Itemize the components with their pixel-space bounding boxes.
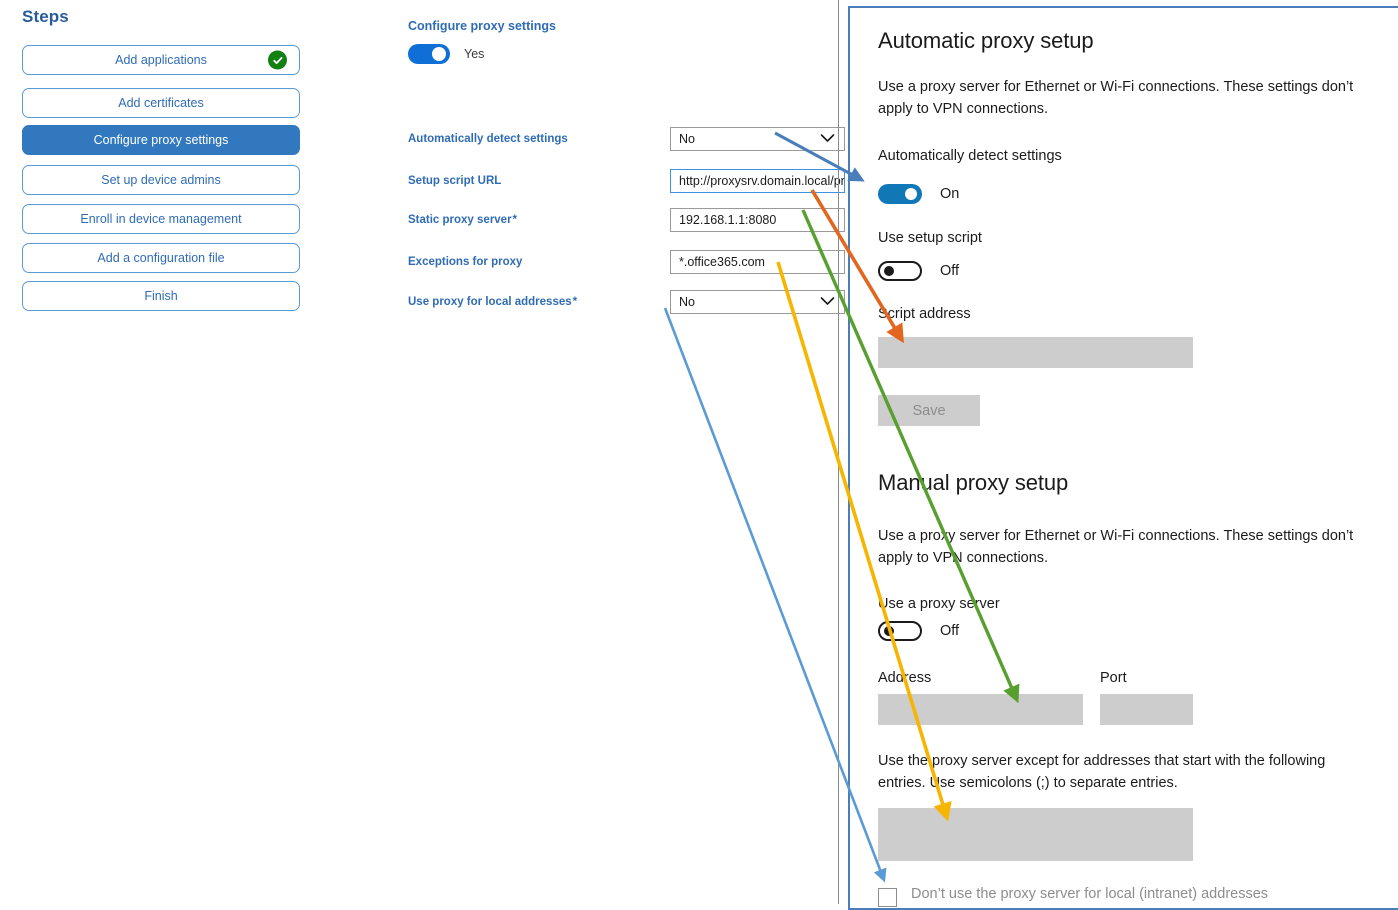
sidebar-item-add-certificates[interactable]: Add certificates	[22, 88, 300, 118]
toggle-knob	[884, 626, 894, 636]
sidebar-item-add-a-configuration-file[interactable]: Add a configuration file	[22, 243, 300, 273]
proxy-exceptions-input[interactable]	[878, 808, 1193, 861]
sidebar-item-finish[interactable]: Finish	[22, 281, 300, 311]
step-label: Add a configuration file	[97, 251, 225, 265]
use-setup-script-toggle-row: Off	[878, 261, 959, 281]
check-circle-icon	[268, 50, 287, 70]
manual-proxy-setup-description: Use a proxy server for Ethernet or Wi-Fi…	[878, 528, 1354, 566]
proxy-exceptions-description: Use the proxy server except for addresse…	[878, 753, 1326, 791]
use-proxy-for-local-addresses-select[interactable]: No	[670, 290, 845, 314]
toggle-knob	[884, 266, 894, 276]
input-value: http://proxysrv.domain.local/proxy.pa	[679, 174, 844, 188]
toggle-knob	[432, 47, 446, 61]
select-value: No	[679, 295, 695, 309]
input-value: 192.168.1.1:8080	[679, 213, 777, 227]
step-label: Add applications	[115, 53, 207, 67]
bypass-local-checkbox[interactable]	[878, 888, 897, 907]
use-a-proxy-server-label: Use a proxy server	[878, 596, 1000, 612]
use-setup-script-label: Use setup script	[878, 230, 982, 246]
script-address-input[interactable]	[878, 337, 1193, 368]
sidebar-item-set-up-device-admins[interactable]: Set up device admins	[22, 165, 300, 195]
setup-script-url-input[interactable]: http://proxysrv.domain.local/proxy.pa	[670, 169, 845, 193]
use-setup-script-toggle[interactable]	[878, 261, 922, 281]
select-value: No	[679, 132, 695, 146]
field-row-use-proxy-for-local-addresses: Use proxy for local addresses * No	[408, 290, 845, 314]
step-label: Set up device admins	[101, 173, 221, 187]
field-row-setup-script-url: Setup script URL http://proxysrv.domain.…	[408, 169, 845, 193]
sidebar-item-add-applications[interactable]: Add applications	[22, 45, 300, 75]
panel-divider	[838, 0, 839, 904]
automatic-proxy-setup-heading: Automatic proxy setup	[878, 28, 1094, 53]
exceptions-for-proxy-input[interactable]: *.office365.com	[670, 250, 845, 274]
port-input[interactable]	[1100, 694, 1193, 725]
port-label: Port	[1100, 670, 1127, 686]
form-heading: Configure proxy settings	[408, 19, 556, 33]
field-label: Static proxy server *	[408, 214, 517, 226]
sidebar-item-enroll-in-device-management[interactable]: Enroll in device management	[22, 204, 300, 234]
proxy-form-panel: Configure proxy settings Yes Automatical…	[340, 0, 845, 904]
use-a-proxy-server-toggle[interactable]	[878, 621, 922, 641]
step-label: Enroll in device management	[80, 212, 242, 226]
toggle-state-label: On	[940, 186, 960, 202]
manual-proxy-setup-heading: Manual proxy setup	[878, 470, 1069, 495]
toggle-knob	[905, 188, 917, 200]
field-row-automatically-detect-settings: Automatically detect settings No	[408, 127, 845, 151]
toggle-state-label: Off	[940, 623, 960, 639]
sidebar-item-configure-proxy-settings[interactable]: Configure proxy settings	[22, 125, 300, 155]
automatically-detect-settings-toggle[interactable]	[878, 184, 922, 204]
field-label: Automatically detect settings	[408, 133, 568, 145]
use-a-proxy-server-toggle-row: Off	[878, 621, 959, 641]
save-button[interactable]: Save	[878, 395, 980, 426]
step-label: Configure proxy settings	[93, 133, 229, 147]
required-marker: *	[511, 214, 517, 226]
configure-proxy-toggle-label: Yes	[464, 47, 485, 61]
field-label: Setup script URL	[408, 175, 502, 187]
static-proxy-server-input[interactable]: 192.168.1.1:8080	[670, 208, 845, 232]
input-value: *.office365.com	[679, 255, 765, 269]
toggle-state-label: Off	[940, 263, 960, 279]
field-label: Exceptions for proxy	[408, 256, 523, 268]
field-label: Use proxy for local addresses *	[408, 296, 578, 308]
configure-proxy-toggle-row: Yes	[408, 44, 484, 64]
steps-panel-title: Steps	[22, 7, 69, 26]
script-address-label: Script address	[878, 306, 971, 322]
automatic-proxy-setup-description: Use a proxy server for Ethernet or Wi-Fi…	[878, 79, 1354, 117]
automatically-detect-settings-toggle-row: On	[878, 184, 959, 204]
automatically-detect-settings-select[interactable]: No	[670, 127, 845, 151]
field-row-static-proxy-server: Static proxy server * 192.168.1.1:8080	[408, 208, 845, 232]
steps-panel: Steps Add applications Add certificates …	[0, 0, 340, 904]
bypass-local-checkbox-label: Don’t use the proxy server for local (in…	[911, 886, 1269, 902]
configure-proxy-toggle[interactable]	[408, 44, 450, 64]
step-label: Finish	[144, 289, 178, 303]
address-label: Address	[878, 670, 932, 686]
field-row-exceptions-for-proxy: Exceptions for proxy *.office365.com	[408, 250, 845, 274]
windows-proxy-settings-panel: Automatic proxy setup Use a proxy server…	[848, 6, 1398, 910]
step-label: Add certificates	[118, 96, 204, 110]
address-input[interactable]	[878, 694, 1083, 725]
automatically-detect-settings-label: Automatically detect settings	[878, 148, 1062, 164]
required-marker: *	[571, 296, 578, 308]
